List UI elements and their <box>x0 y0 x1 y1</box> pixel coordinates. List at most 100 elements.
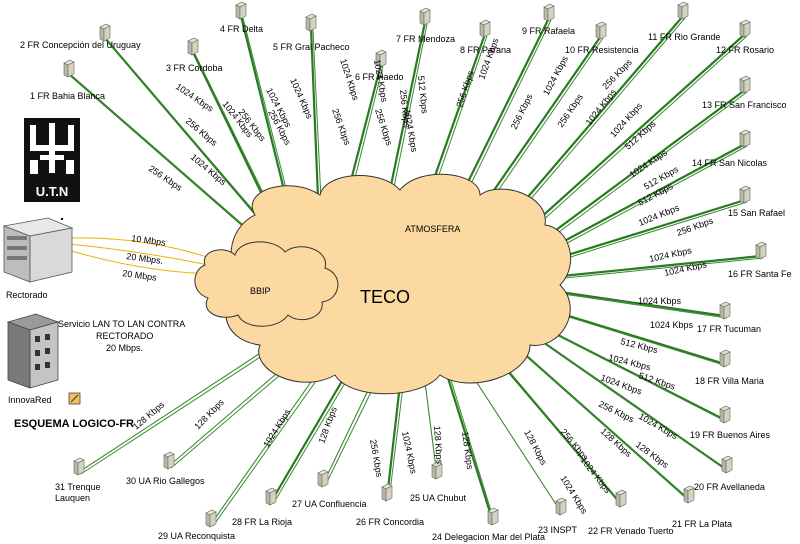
link-speed-label: 256 Kbps <box>184 116 220 148</box>
link-line-secondary <box>242 17 292 209</box>
node-pc-icon <box>719 405 731 424</box>
link-line <box>547 89 746 237</box>
link-speed-label: 512 Kbps <box>637 370 677 391</box>
link-line <box>489 35 602 197</box>
link-line-secondary <box>432 35 488 193</box>
link-line-secondary <box>388 385 404 501</box>
link-line-secondary <box>466 19 552 193</box>
link-line-secondary <box>558 313 728 367</box>
teco-label: TECO <box>360 287 410 307</box>
link-line-secondary <box>70 75 252 233</box>
link-speed-label: 256 Kbps <box>330 107 353 147</box>
node-pc-icon <box>205 509 217 528</box>
link-speed-label: 1024 Kbps <box>584 87 619 127</box>
link-speed-label: 1024 Kbps <box>261 407 293 449</box>
node-label-line2: Lauquen <box>55 493 90 503</box>
link-speed-label: 1024 Kbps <box>638 296 682 306</box>
link-speed-label: 128 Kbps <box>522 428 549 467</box>
link-speed-label: 256 Kbps <box>600 57 634 92</box>
link-line-secondary <box>324 383 376 487</box>
link-speed-label: 1024 Kbps <box>541 54 570 97</box>
link-speed-label: 1024 Kbps <box>637 411 680 441</box>
node-label: 30 UA Rio Gallegos <box>126 476 205 486</box>
link-speed-label: 256 Kbps <box>373 108 394 148</box>
link-line <box>270 375 346 503</box>
node-label: 8 FR Parana <box>460 45 511 55</box>
link-line-secondary <box>550 91 748 239</box>
node-label: 24 Delegacion Mar del Plata <box>432 532 545 542</box>
node-label: 1 FR Bahia Blanca <box>30 91 105 101</box>
node-label: 10 FR Resistencia <box>565 45 639 55</box>
node-pc-icon <box>163 451 175 470</box>
rectorado-label: Rectorado <box>6 290 48 300</box>
link-line <box>557 198 746 260</box>
link-speed-label: 512 Kbps <box>416 75 430 114</box>
link-line-secondary <box>564 257 764 279</box>
node-label: 7 FR Mendoza <box>396 34 455 44</box>
node-pc-icon <box>543 3 555 22</box>
link-line <box>554 143 746 247</box>
rectorado-link-label-1: 10 Mbps <box>131 233 167 248</box>
node-label: 28 FR La Rioja <box>232 517 292 527</box>
link-line-secondary <box>522 351 692 503</box>
innovared-label: InnovaRed <box>8 395 52 405</box>
link-speed-label: 256 Kbps <box>398 89 412 128</box>
link-line <box>309 27 320 199</box>
node-label: 6 FR Haedo <box>355 72 404 82</box>
node-pc-icon <box>265 487 277 506</box>
node-pc-icon <box>721 455 733 474</box>
node-label: 2 FR Concepción del Uruguay <box>20 40 141 50</box>
node-label: 23 INSPT <box>538 525 578 535</box>
node-pc-icon <box>375 49 387 68</box>
node-label: 15 San Rafael <box>728 208 785 218</box>
bbip-cloud: BBIP <box>194 241 339 327</box>
link-line-secondary <box>170 363 294 469</box>
node-pc-icon <box>419 7 431 26</box>
link-line <box>446 377 495 523</box>
link-line-secondary <box>212 373 322 527</box>
link-line <box>168 361 291 467</box>
nodes-layer: 1 FR Bahia Blanca 2 FR Concepción del Uru… <box>20 1 792 542</box>
link-line-secondary <box>560 201 748 261</box>
node-label: 9 FR Rafaela <box>522 26 575 36</box>
rectorado-link-label-2: 20 Mbps. <box>126 251 164 266</box>
node-label: 11 FR Rio Grande <box>648 32 720 42</box>
link-line-secondary <box>550 331 728 423</box>
link-speed-label: 128 Kbps <box>599 426 634 459</box>
link-line <box>210 371 319 525</box>
node-label: 18 FR Villa Maria <box>695 376 764 386</box>
link-line-secondary <box>562 293 728 319</box>
node-label: 31 Trenque <box>55 482 101 492</box>
link-line-secondary <box>517 17 686 215</box>
link-line <box>192 51 273 216</box>
link-line <box>428 33 487 191</box>
rectorado-links: 10 Mbps 20 Mbps. 20 Mbps <box>67 233 223 283</box>
node-label: 16 FR Santa Fe <box>728 269 792 279</box>
node-label: 20 FR Avellaneda <box>694 482 765 492</box>
link-speed-label: 128 Kbps <box>192 397 226 432</box>
bbip-label: BBIP <box>250 286 271 296</box>
link-line-secondary <box>106 39 266 225</box>
link-speed-label: 1024 Kbps <box>288 77 315 121</box>
link-line-secondary <box>272 377 349 505</box>
node-pc-icon <box>755 241 767 260</box>
innovared-service-line1: Servicio LAN TO LAN CONTRA <box>58 319 185 329</box>
node-pc-icon <box>555 497 567 516</box>
utn-logo: U.T.N . <box>24 118 80 223</box>
link-line <box>514 15 684 213</box>
link-speed-label: 1024 Kbps <box>663 259 708 278</box>
node-pc-icon <box>317 469 329 488</box>
node-pc-icon <box>595 21 607 40</box>
node-pc-icon <box>235 1 247 20</box>
link-line <box>561 254 762 278</box>
link-line-secondary <box>540 35 748 223</box>
innovared-small-icon <box>68 392 81 405</box>
node-pc-icon <box>739 129 751 148</box>
node-pc-icon <box>63 59 75 78</box>
node-pc-icon <box>719 301 731 320</box>
innovared-service-line3: 20 Mbps. <box>106 343 143 353</box>
link-line <box>322 381 373 485</box>
node-pc-icon <box>381 483 393 502</box>
link-line <box>388 21 427 191</box>
